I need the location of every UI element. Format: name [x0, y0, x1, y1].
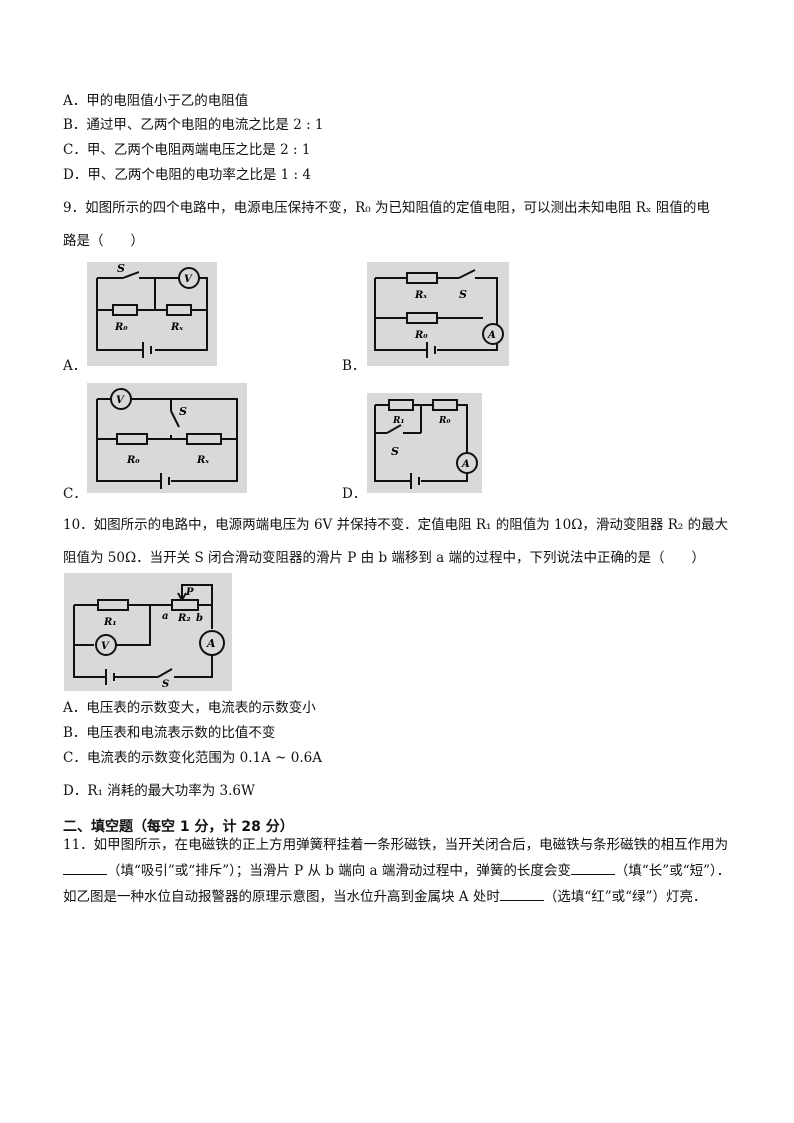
q11-part1: 11．如甲图所示，在电磁铁的正上方用弹簧秤挂着一条形磁铁，当开关闭合后，电磁铁与…: [63, 837, 729, 853]
voltmeter-label: V: [101, 641, 110, 652]
q9-option-b-label: B．: [342, 358, 366, 374]
q9-stem-line2: 路是（ ）: [63, 233, 144, 249]
resistor-r1-label: R₁: [103, 617, 117, 628]
q10-stem-line2: 阻值为 50Ω．当开关 S 闭合滑动变阻器的滑片 P 由 b 端移到 a 端的过…: [63, 550, 706, 566]
resistor-r1-label: R₁: [392, 416, 404, 426]
q8-option-d: D．甲、乙两个电阻的电功率之比是 1 : 4: [63, 166, 311, 184]
q8-option-b: B．通过甲、乙两个电阻的电流之比是 2 : 1: [63, 116, 324, 134]
circuit-c-figure: V S R₀ Rₓ: [87, 383, 247, 493]
circuit-d-figure: R₁ R₀ S A: [367, 393, 482, 493]
q10-option-c: C．电流表的示数变化范围为 0.1A ~ 0.6A: [63, 749, 322, 767]
voltmeter-label: V: [184, 274, 193, 285]
option-text: 电流表的示数变化范围为 0.1A ~ 0.6A: [86, 750, 322, 766]
answer-blank-1[interactable]: [63, 860, 107, 875]
end-b-label: b: [196, 613, 203, 624]
q8-option-c: C．甲、乙两个电阻两端电压之比是 2 : 1: [63, 141, 310, 159]
option-text: 甲、乙两个电阻两端电压之比是 2 : 1: [86, 142, 311, 158]
option-label: C．: [63, 750, 87, 766]
option-text: 甲、乙两个电阻的电功率之比是 1 : 4: [87, 167, 311, 183]
q9-option-d-label: D．: [342, 486, 367, 502]
q11-part2: （填“吸引”或“排斥”）；当滑片 P 从 b 端向 a 端滑动过程中，弹簧的长度…: [107, 863, 571, 879]
q10-option-d: D．R₁ 消耗的最大功率为 3.6W: [63, 782, 255, 800]
answer-blank-2[interactable]: [570, 860, 615, 875]
resistor-r0-label: R₀: [438, 416, 450, 426]
option-label: D．: [63, 783, 88, 799]
option-label: B．: [63, 117, 87, 133]
switch-label: S: [459, 288, 467, 301]
option-label: A．: [63, 93, 87, 109]
resistor-rx-label: Rₓ: [196, 455, 209, 466]
q8-option-a: A．甲的电阻值小于乙的电阻值: [63, 92, 248, 110]
circuit-a-figure: S V R₀ Rₓ: [87, 262, 217, 366]
voltmeter-label: V: [116, 395, 125, 406]
switch-label: S: [162, 679, 169, 690]
q11-part3: （填“长”或“短”）．如乙图是一种水位自动报警器的原理示意图，当水位升高到金属块…: [63, 863, 731, 905]
resistor-r0-label: R₀: [126, 455, 140, 466]
option-label: B．: [63, 725, 87, 741]
q9-option-c-label: C．: [63, 486, 87, 502]
slider-p-label: P: [185, 587, 194, 598]
ammeter-label: A: [206, 637, 216, 650]
q10-stem-line1: 10．如图所示的电路中，电源两端电压为 6V 并保持不变．定值电阻 R₁ 的阻值…: [63, 517, 729, 533]
q11-paragraph: 11．如甲图所示，在电磁铁的正上方用弹簧秤挂着一条形磁铁，当开关闭合后，电磁铁与…: [63, 832, 735, 910]
end-a-label: a: [162, 611, 168, 622]
resistor-rx-label: Rₓ: [414, 290, 427, 301]
resistor-rx-label: Rₓ: [170, 322, 183, 333]
option-text: 电压表和电流表示数的比值不变: [86, 725, 276, 741]
q9-stem-line1: 9．如图所示的四个电路中，电源电压保持不变，R₀ 为已知阻值的定值电阻，可以测出…: [63, 200, 710, 216]
option-text: R₁ 消耗的最大功率为 3.6W: [87, 783, 255, 799]
q10-circuit-figure: R₁ P a R₂ b V A S: [64, 573, 232, 691]
ammeter-label: A: [487, 330, 496, 341]
switch-label: S: [179, 405, 187, 418]
option-text: 电压表的示数变大，电流表的示数变小: [86, 700, 316, 716]
rheostat-r2-label: R₂: [177, 613, 191, 624]
ammeter-label: A: [461, 459, 470, 470]
option-text: 通过甲、乙两个电阻的电流之比是 2 : 1: [86, 117, 324, 133]
q10-option-b: B．电压表和电流表示数的比值不变: [63, 724, 275, 742]
q11-part4: （选填“红”或“绿”）灯亮．: [543, 889, 707, 905]
section-title: 二、填空题（每空 1 分，计 28 分）: [63, 819, 294, 835]
q9-option-a-label: A．: [63, 358, 87, 374]
switch-label: S: [391, 445, 399, 458]
q10-option-a: A．电压表的示数变大，电流表的示数变小: [63, 699, 316, 717]
resistor-r0-label: R₀: [414, 330, 428, 341]
circuit-b-figure: Rₓ S R₀ A: [367, 262, 509, 366]
switch-label: S: [117, 262, 125, 275]
option-label: D．: [63, 167, 88, 183]
option-text: 甲的电阻值小于乙的电阻值: [86, 93, 249, 109]
answer-blank-3[interactable]: [499, 886, 544, 901]
option-label: A．: [63, 700, 87, 716]
resistor-r0-label: R₀: [114, 322, 128, 333]
option-label: C．: [63, 142, 87, 158]
